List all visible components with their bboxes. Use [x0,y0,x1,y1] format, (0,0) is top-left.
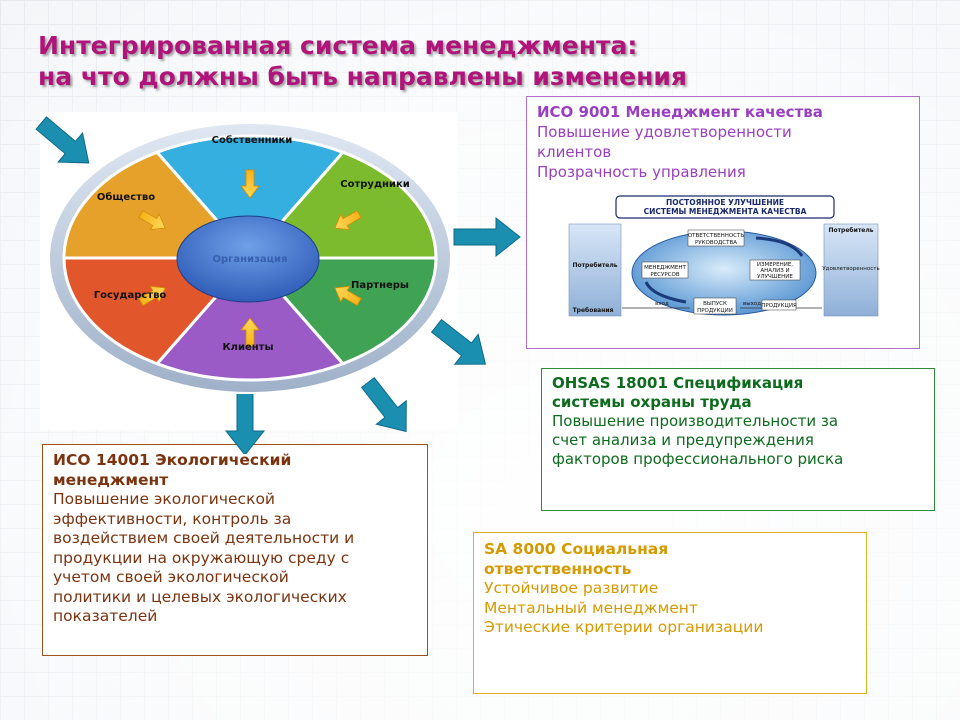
ohsas-line: счет анализа и предупреждения [552,431,814,449]
production-tag [761,299,797,311]
inward-arrow-owners [240,169,260,199]
arrow-to-iso9001 [453,216,521,258]
iso14001-heading-2: менеджмент [53,470,169,489]
iso14001-line: продукции на окружающую среду с [53,548,350,567]
consumer-right-bar [823,223,879,317]
responsibility-block [687,229,745,247]
cycle-arrow-bottom [644,281,687,304]
segment-label-society: Общество [97,191,155,203]
iso9001-line: Повышение удовлетворенности [537,123,792,141]
sa8000-line: Этические критерии организации [484,618,764,636]
consumer-left-label: Потребитель [572,262,617,269]
iso9001-line: Прозрачность управления [537,163,746,181]
segment-label-partners: Партнеры [351,280,409,291]
consumer-left-bar [568,223,622,317]
ohsas-heading-1: OHSAS 18001 Спецификация [552,374,804,392]
inward-arrow-state [138,285,166,307]
measurement-block [749,259,801,281]
iso14001-line: политики и целевых экологических [53,587,347,606]
sa8000-line: Ментальный менеджмент [484,598,698,617]
qms-process-diagram: ПОСТОЯННОЕ УЛУЧШЕНИЕ СИСТЕМЫ МЕНЕДЖМЕНТА… [568,195,880,317]
improvement-banner [615,195,835,219]
iso9001-heading: ИСО 9001 Менеджмент качества [537,103,823,121]
satisfaction-label: Удовлетворенность [822,266,879,272]
title-line-2: на что должны быть направлены изменения [38,62,687,91]
product-block [693,297,737,315]
product-line-1: ВЫПУСК [703,301,727,307]
iso9001-line: клиентов [537,143,612,161]
iso14001-line: эффективности, контроль за [53,509,292,528]
segment-label-state: Государство [94,290,167,301]
responsibility-line-1: ОТВЕТСТВЕННОСТЬ [688,233,745,239]
ohsas-line: Повышение производительности за [552,412,839,430]
output-label: выход [743,301,761,307]
consumer-right-label: Потребитель [828,227,873,234]
arrow-to-ohsas [430,318,487,365]
arrow-to-iso14001 [224,394,266,454]
requirements-label: Требования [573,307,614,314]
resources-line-1: МЕНЕДЖМЕНТ [644,265,686,271]
iso14001-line: Повышение экологической [53,490,275,508]
inward-arrow-partners [334,285,362,307]
segment-label-employees: Сотрудники [340,179,409,190]
banner-line-2: СИСТЕМЫ МЕНЕДЖМЕНТА КАЧЕСТВА [644,207,807,216]
iso14001-heading-1: ИСО 14001 Экологический [53,451,292,469]
ohsas-box: OHSAS 18001 Спецификация системы охраны … [541,368,935,511]
measurement-line-3: УЛУЧШЕНИЕ [757,274,793,280]
sa8000-box: SA 8000 Социальная ответственность Устой… [473,532,867,694]
iso14001-line: воздействием своей деятельности и [53,529,355,547]
center-ellipse [176,215,320,303]
resources-block [641,261,689,279]
product-line-2: ПРОДУКЦИИ [697,308,733,314]
inward-arrow-clients [240,317,260,347]
sa8000-heading-2: ответственность [484,559,632,578]
iso14001-line: показателей [53,607,158,625]
iso14001-box: ИСО 14001 Экологический менеджмент Повыш… [42,444,428,656]
iso14001-line: учетом своей экологической [53,568,289,586]
measurement-line-2: АНАЛИЗ И [760,268,789,274]
inward-arrow-society [138,209,166,231]
page-title: Интегрированная система менеджмента: на … [38,30,687,92]
title-line-1: Интегрированная система менеджмента: [38,31,638,60]
responsibility-line-2: РУКОВОДСТВА [695,240,737,246]
segment-label-clients: Клиенты [222,342,273,353]
segment-label-owners: Собственники [212,134,293,146]
banner-line-1: ПОСТОЯННОЕ УЛУЧШЕНИЕ [666,198,784,207]
arrow-into-wheel [35,116,90,164]
ohsas-heading-2: системы охраны труда [552,393,752,411]
production-label: ПРОДУКЦИЯ [761,303,797,309]
sa8000-line: Устойчивое развитие [484,579,659,597]
stakeholder-wheel: Организация Собственники Сотрудники Парт… [50,124,450,392]
cycle-arrow-top [755,236,804,257]
measurement-line-1: ИЗМЕРЕНИЕ, [757,262,793,268]
ohsas-line: факторов профессионального риска [552,450,844,468]
arrow-to-sa8000 [360,376,407,433]
center-label: Организация [213,254,288,265]
resources-line-2: РЕСУРСОВ [650,272,679,278]
inward-arrow-employees [334,209,362,231]
sa8000-heading-1: SA 8000 Социальная [484,540,669,558]
input-label: вход [655,301,669,307]
